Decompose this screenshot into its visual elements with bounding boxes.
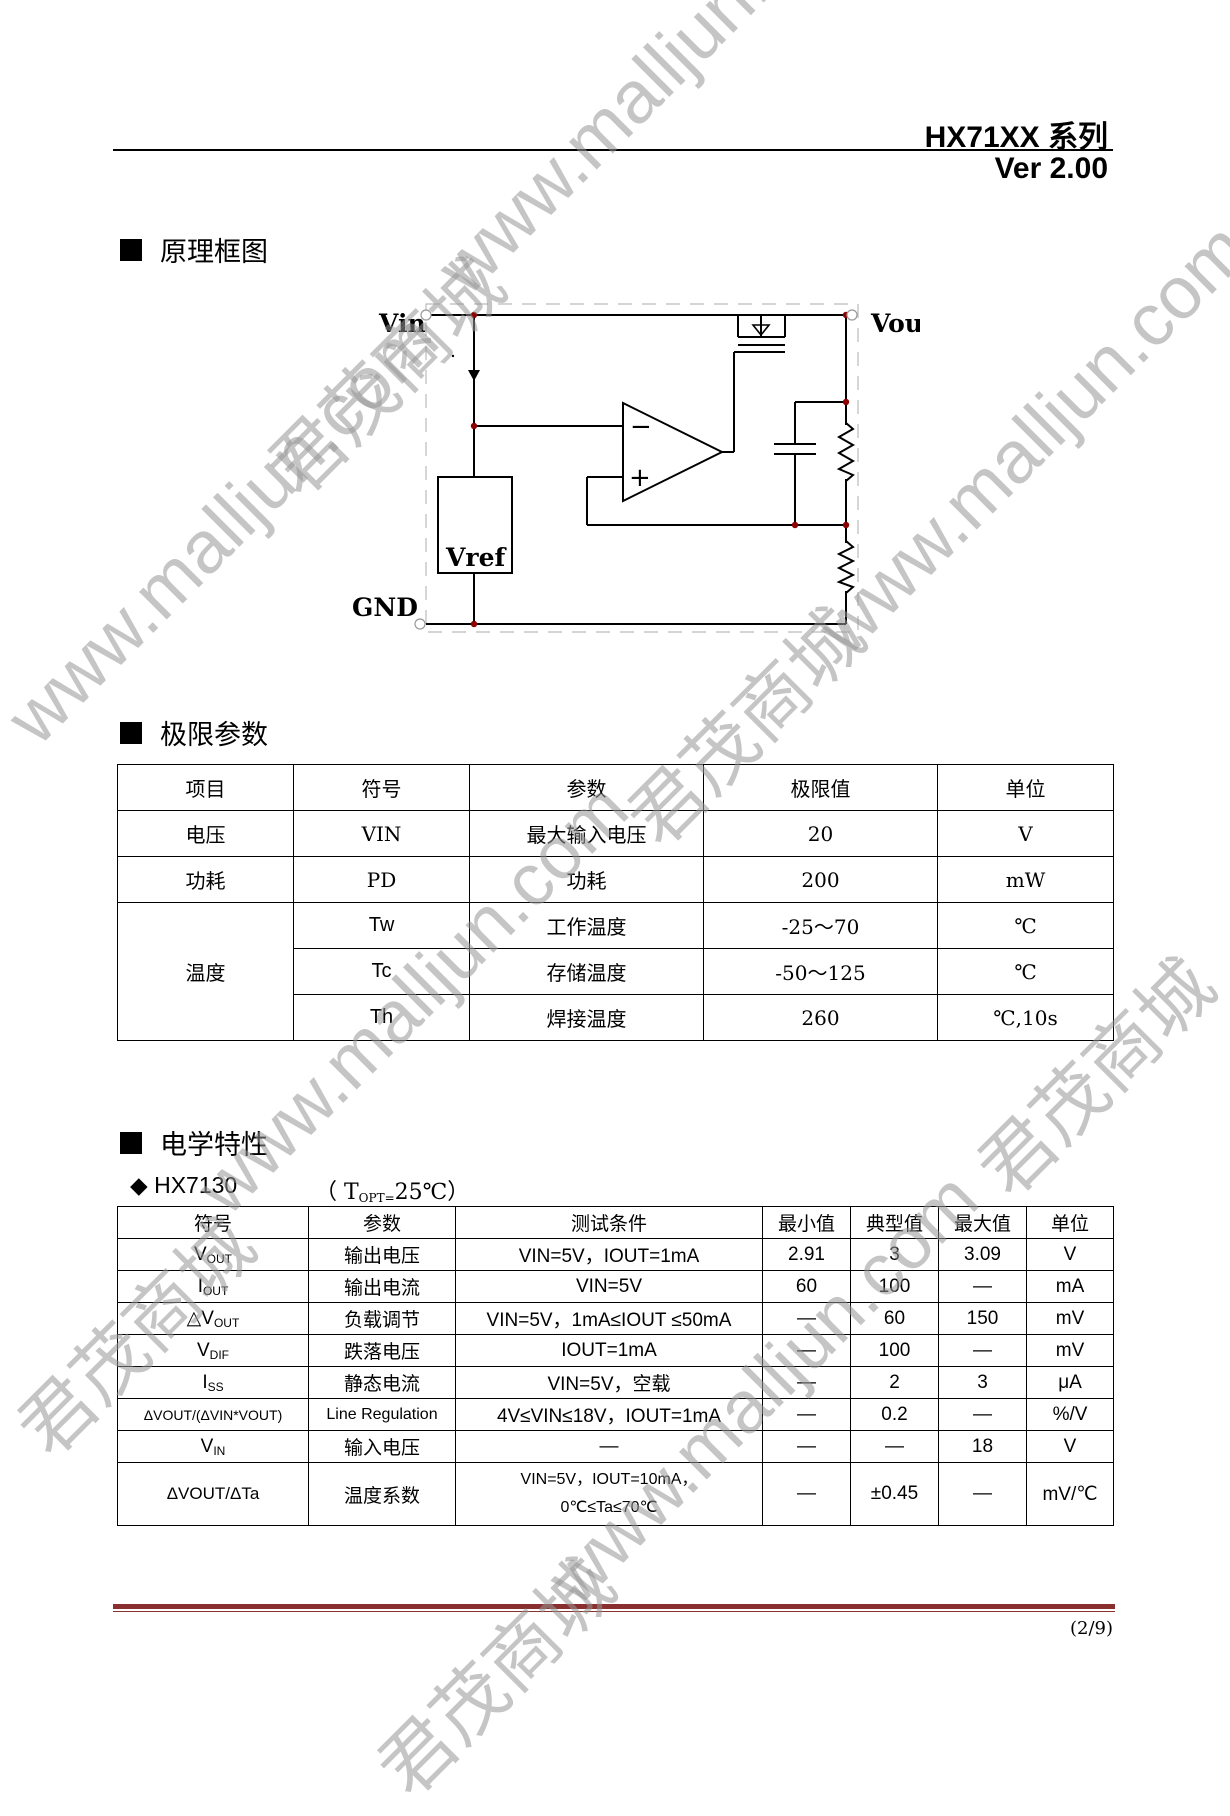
table-row: Tc 存储温度 -50～125 ℃ bbox=[118, 948, 1114, 995]
footer-divider-thin bbox=[113, 1611, 1115, 1612]
symbol-cell: VDIF bbox=[117, 1334, 309, 1367]
electrical-table: 符号 参数 测试条件 最小值 典型值 最大值 单位 VOUT 输出电压 VIN=… bbox=[117, 1206, 1114, 1526]
page-number: (2/9) bbox=[1069, 1618, 1113, 1639]
table-row: IOUT 输出电流 VIN=5V 60 100 — mA bbox=[117, 1270, 1114, 1303]
opamp-plus-label: + bbox=[629, 463, 651, 493]
test-condition: （ TOPT=25℃） bbox=[315, 1180, 470, 1205]
section-heading-limits: 极限参数 bbox=[120, 713, 268, 752]
vref-block bbox=[437, 476, 513, 574]
section-heading-electrical: 电学特性 bbox=[120, 1123, 268, 1162]
table-row: 电压 VIN 最大输入电压 20 V bbox=[117, 810, 1114, 857]
resistor-upper bbox=[836, 422, 856, 482]
limits-table: 项目 符号 参数 极限值 单位 电压 VIN 最大输入电压 20 V 功耗 PD… bbox=[117, 764, 1114, 1041]
footer-divider bbox=[113, 1604, 1115, 1609]
table-header-row: 项目 符号 参数 极限值 单位 bbox=[117, 764, 1114, 811]
vref-label: Vref bbox=[445, 543, 507, 572]
symbol-cell: ΔVOUT/ΔTa bbox=[117, 1462, 309, 1526]
model-label: ◆ HX7130 bbox=[130, 1172, 238, 1198]
block-diagram: Vin Vout Vref GND − + bbox=[352, 303, 920, 633]
vin-label: Vin bbox=[378, 309, 426, 338]
table-header-row: 符号 参数 测试条件 最小值 典型值 最大值 单位 bbox=[117, 1206, 1114, 1239]
gnd-label: GND bbox=[352, 593, 418, 622]
opamp-triangle bbox=[622, 401, 725, 503]
symbol-cell: IOUT bbox=[117, 1270, 309, 1303]
square-bullet-icon bbox=[120, 238, 142, 261]
symbol-cell: ΔVOUT/(ΔVIN*VOUT) bbox=[117, 1398, 309, 1431]
table-row: VDIF 跌落电压 IOUT=1mA — 100 — mV bbox=[117, 1334, 1114, 1367]
table-row: Th 焊接温度 260 ℃,10s bbox=[118, 994, 1114, 1041]
table-row: △VOUT 负载调节 VIN=5V，1mA≤IOUT ≤50mA — 60 15… bbox=[117, 1302, 1114, 1335]
diagram-frame bbox=[425, 303, 859, 633]
watermark: 君茂商城 bbox=[362, 1543, 631, 1812]
symbol-cell: △VOUT bbox=[117, 1302, 309, 1335]
header-divider bbox=[113, 149, 1113, 151]
current-source-arrow-icon bbox=[468, 370, 480, 381]
document-version: Ver 2.00 bbox=[994, 152, 1108, 185]
resistor-lower bbox=[836, 540, 856, 594]
vout-label: Vout bbox=[870, 309, 920, 338]
table-row: VIN 输入电压 — — — 18 V bbox=[117, 1430, 1114, 1463]
table-row: VOUT 输出电压 VIN=5V，IOUT=1mA 2.91 3 3.09 V bbox=[117, 1238, 1114, 1271]
table-row: 温度 Tw 工作温度 -25～70 ℃ bbox=[117, 902, 1114, 1041]
section-heading-block-diagram: 原理框图 bbox=[120, 230, 268, 269]
watermark: www.malljun.com bbox=[420, 0, 884, 310]
table-row: 功耗 PD 功耗 200 mW bbox=[117, 856, 1114, 903]
symbol-cell: ISS bbox=[117, 1366, 309, 1399]
opamp-minus-label: − bbox=[630, 412, 652, 442]
table-row: ISS 静态电流 VIN=5V，空载 — 2 3 μA bbox=[117, 1366, 1114, 1399]
square-bullet-icon bbox=[120, 1131, 142, 1154]
symbol-cell: VOUT bbox=[117, 1238, 309, 1271]
square-bullet-icon bbox=[120, 721, 142, 744]
document-title: HX71XX 系列 bbox=[924, 121, 1108, 154]
symbol-cell: VIN bbox=[117, 1430, 309, 1463]
table-row: ΔVOUT/ΔTa 温度系数 VIN=5V，IOUT=10mA， 0℃≤Ta≤7… bbox=[117, 1462, 1114, 1526]
table-row: ΔVOUT/(ΔVIN*VOUT) Line Regulation 4V≤VIN… bbox=[117, 1398, 1114, 1431]
